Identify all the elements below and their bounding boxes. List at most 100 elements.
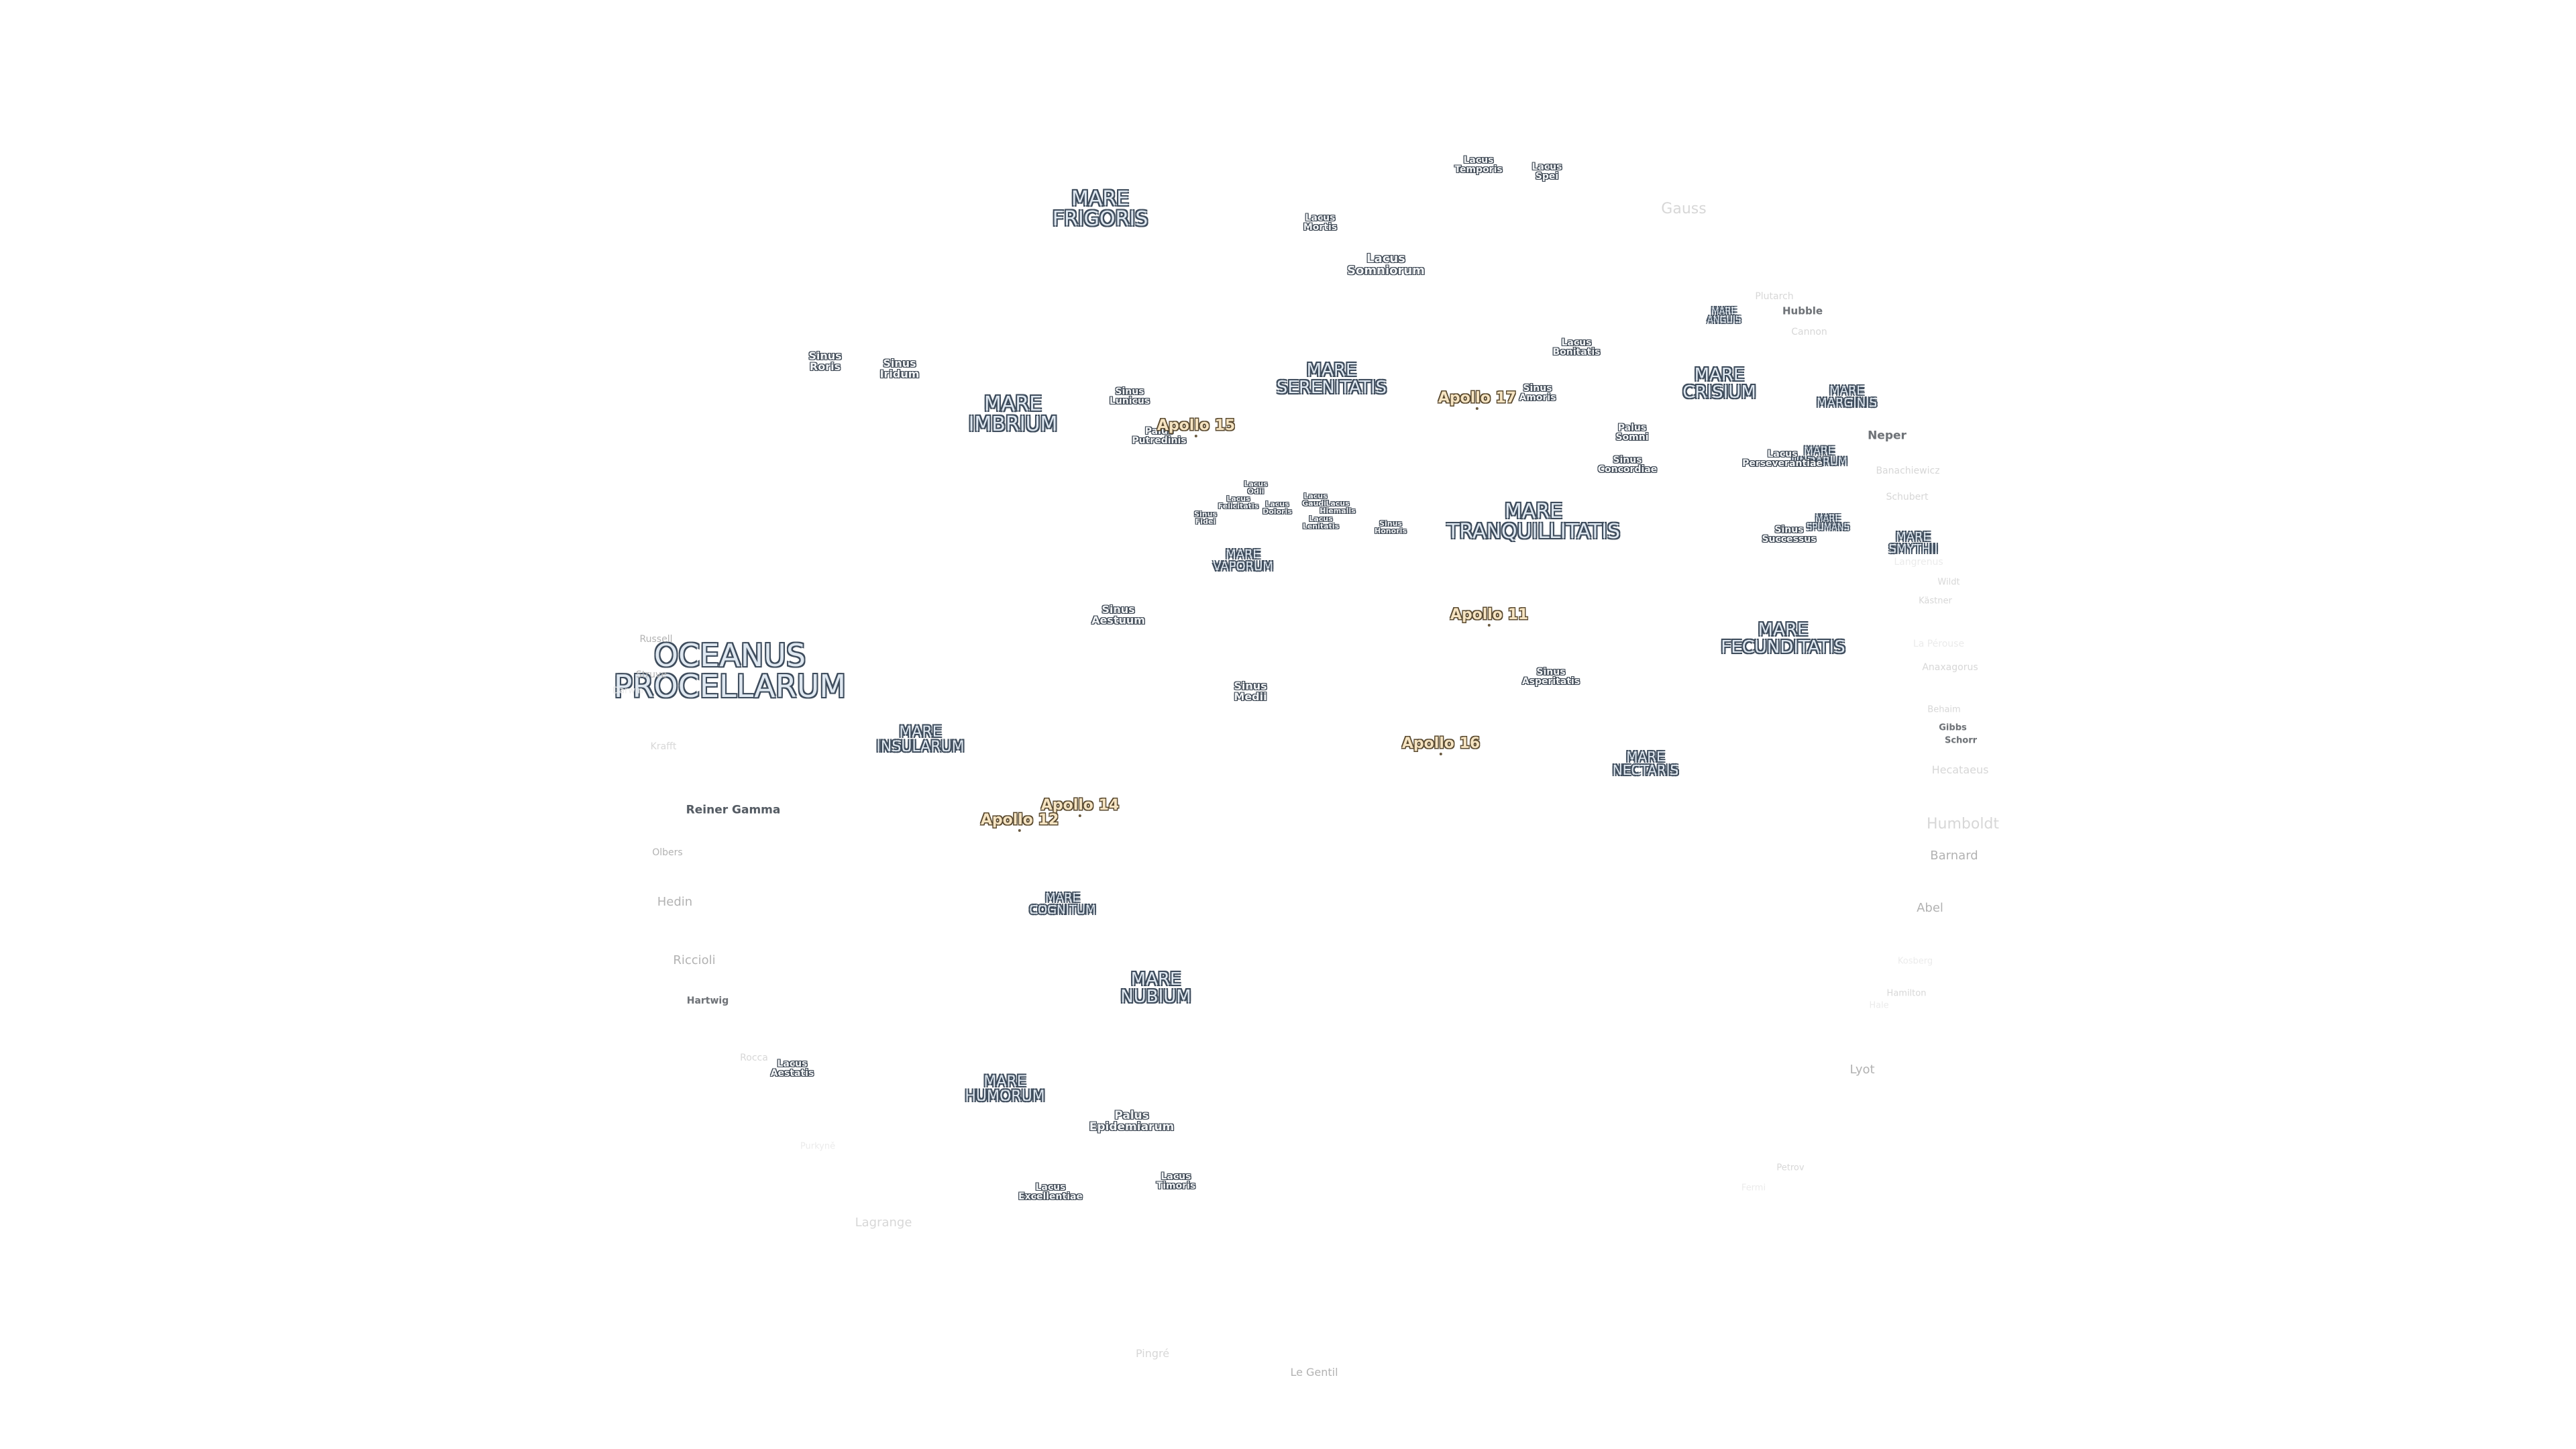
mare-marginis-line1: MARE: [1829, 384, 1864, 398]
crater-hale-label: Hale: [1869, 1000, 1889, 1011]
crater-darwin-label: Darwin: [612, 686, 643, 696]
crater-cannon-label: Cannon: [1791, 327, 1827, 337]
lacus-doloris-line2: Doloris: [1263, 507, 1292, 516]
crater-anaxagorus-label: Anaxagorus: [1922, 662, 1978, 673]
lacus-mortis-line2: Mortis: [1303, 222, 1338, 233]
mare-serenitatis-line1: MARE: [1306, 360, 1357, 380]
sinus-lunicus-line1: Sinus: [1115, 386, 1144, 397]
lacus-mortis-line1: Lacus: [1305, 213, 1336, 223]
mare-smythii-line1: MARE: [1896, 530, 1931, 544]
crater-plutarch-label: Plutarch: [1755, 291, 1794, 302]
apollo-15-marker[interactable]: Apollo 15: [1157, 419, 1235, 437]
sinus-iridum-line2: Iridum: [879, 368, 920, 380]
crater-hecataeus-label: Hecataeus: [1931, 763, 1989, 776]
lacus-perseverantiae-line1: Lacus: [1767, 449, 1798, 460]
palus-epidemiarum-line1: Palus: [1114, 1109, 1149, 1122]
sinus-iridum-line1: Sinus: [883, 357, 916, 370]
apollo-11-label: Apollo 11: [1450, 606, 1529, 623]
mare-spumans-line2: SPUMANS: [1807, 523, 1849, 533]
mare-serenitatis-line2: SERENITATIS: [1276, 378, 1387, 398]
crater-banachiewicz-label: Banachiewicz: [1876, 466, 1940, 476]
lacus-spei-line1: Lacus: [1532, 162, 1562, 172]
apollo-12-marker[interactable]: Apollo 12: [981, 813, 1059, 832]
lacus-doloris-line1: Lacus: [1265, 500, 1289, 508]
mare-insularum-line2: INSULARUM: [876, 739, 965, 755]
crater-hubble-label: Hubble: [1782, 305, 1823, 317]
mare-nectaris-line1: MARE: [1626, 749, 1665, 765]
crater-russell-label: Russell: [639, 634, 673, 645]
apollo-16-label: Apollo 16: [1401, 735, 1481, 752]
mare-humorum-line2: HUMORUM: [965, 1088, 1045, 1105]
mare-anguis-line2: ANGUIS: [1707, 315, 1741, 325]
apollo-17-marker[interactable]: Apollo 17: [1438, 391, 1516, 410]
lacus-gaudii-line2: Gaudii: [1302, 499, 1329, 508]
crater-struve-label: Struve: [636, 669, 667, 680]
crater-hedin-label: Hedin: [657, 895, 693, 909]
mare-nubium-line2: NUBIUM: [1120, 987, 1191, 1007]
mare-vaporum-line1: MARE: [1226, 547, 1260, 561]
apollo-14-label: Apollo 14: [1040, 797, 1120, 814]
apollo-16-marker[interactable]: Apollo 16: [1402, 737, 1480, 755]
crater-olbers-label: Olbers: [652, 847, 683, 858]
lacus-somniorum-line2: Somniorum: [1347, 264, 1425, 278]
mare-fecunditatis-line1: MARE: [1758, 620, 1809, 640]
mare-tranquillitatis-line2: TRANQUILLITATIS: [1446, 520, 1621, 543]
crater-kastner-label: Kästner: [1919, 596, 1952, 606]
crater-riccioli-label: Riccioli: [673, 953, 716, 967]
mare-smythii-line2: SMYTHII: [1888, 542, 1938, 556]
sinus-asperitatis-line2: Asperitatis: [1521, 676, 1580, 687]
mare-marginis-line2: MARGINIS: [1817, 396, 1877, 410]
apollo-15-dot: [1194, 435, 1197, 437]
mare-crisium-line2: CRISIUM: [1682, 382, 1756, 402]
lacus-hiemalis-line2: Hiemalis: [1320, 506, 1356, 515]
palus-epidemiarum-line2: Epidemiarum: [1089, 1120, 1175, 1134]
lacus-temporis-line1: Lacus: [1463, 155, 1494, 166]
sinus-medii-line2: Medii: [1234, 690, 1267, 703]
lacus-aestatis-line2: Aestatis: [770, 1068, 814, 1079]
crater-gauss-label: Gauss: [1661, 201, 1707, 217]
mare-undarum-line2: UNDARUM: [1791, 455, 1847, 468]
crater-pingre-label: Pingré: [1135, 1347, 1170, 1360]
oceanus-procellarum-line2: PROCELLARUM: [613, 668, 847, 704]
crater-barnard-label: Barnard: [1930, 849, 1978, 863]
crater-wildt-label: Wildt: [1937, 577, 1960, 588]
lacus-lenitatis-line1: Lacus: [1309, 515, 1333, 523]
apollo-11-marker[interactable]: Apollo 11: [1450, 608, 1528, 627]
mare-undarum-line1: MARE: [1804, 444, 1835, 457]
lacus-gaudii-line1: Lacus: [1303, 492, 1328, 500]
apollo-14-marker[interactable]: Apollo 14: [1041, 798, 1119, 817]
lacus-spei-line2: Spei: [1535, 171, 1559, 182]
mare-vaporum-line2: VAPORUM: [1213, 559, 1273, 574]
lacus-temporis-line2: Temporis: [1454, 164, 1503, 175]
crater-purkyne-label: Purkyně: [800, 1141, 836, 1152]
apollo-14-dot: [1078, 814, 1081, 817]
apollo-17-dot: [1475, 407, 1479, 410]
mare-insularum-line1: MARE: [899, 724, 942, 741]
crater-schorr-label: Schorr: [1944, 735, 1978, 746]
crater-fermi-label: Fermi: [1741, 1183, 1766, 1193]
lacus-odii-line2: Odii: [1247, 487, 1265, 496]
mare-nubium-line1: MARE: [1130, 969, 1181, 989]
